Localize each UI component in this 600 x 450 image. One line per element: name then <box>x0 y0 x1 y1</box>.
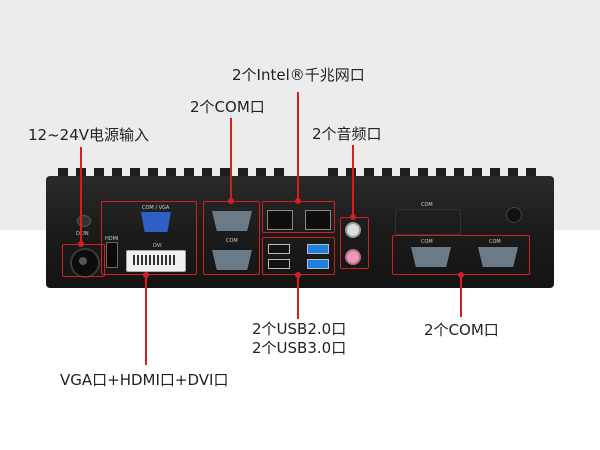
audio-jack-mic <box>345 249 361 265</box>
label-usb-line1: 2个USB2.0口 <box>252 320 347 338</box>
lan-port-1 <box>267 210 293 230</box>
hdmi-port <box>106 242 118 268</box>
dcin-label: DCIN <box>76 231 89 237</box>
leader-com-left <box>230 118 232 201</box>
highlight-video <box>101 201 197 275</box>
leader-audio-dot <box>350 214 356 220</box>
antenna-knockout <box>506 207 522 223</box>
label-video: VGA口+HDMI口+DVI口 <box>60 371 229 389</box>
label-audio: 2个音频口 <box>312 125 382 143</box>
leader-video <box>145 275 147 365</box>
com-vga-label: COM / VGA <box>142 205 170 211</box>
leader-usb <box>297 275 299 319</box>
highlight-lan <box>262 201 335 233</box>
leader-power-dot <box>78 241 84 247</box>
highlight-audio <box>340 217 369 269</box>
leader-video-dot <box>143 272 149 278</box>
usb2-port-2 <box>268 259 290 269</box>
leader-com-right-dot <box>458 272 464 278</box>
dvi-port-pins <box>133 255 177 265</box>
usb3-port-1 <box>307 244 329 254</box>
highlight-com-right <box>392 235 530 275</box>
label-usb-line2: 2个USB3.0口 <box>252 339 347 357</box>
leader-usb-dot <box>295 272 301 278</box>
label-power-input: 12~24V电源输入 <box>28 126 150 144</box>
lan-port-2 <box>305 210 331 230</box>
dc-power-jack-pin <box>79 257 87 265</box>
usb3-port-2 <box>307 259 329 269</box>
com-port-4 <box>478 247 518 267</box>
com-label-right-2: COM <box>489 239 501 245</box>
com-label-right-1: COM <box>421 239 433 245</box>
highlight-com-left <box>203 201 260 275</box>
highlight-usb <box>262 237 335 275</box>
com-knockout-placeholder <box>395 209 461 235</box>
com-port-3 <box>411 247 451 267</box>
vga-port <box>141 212 171 232</box>
hdmi-label: HDMI <box>105 236 119 242</box>
leader-power <box>80 147 82 244</box>
label-lan: 2个Intel®千兆网口 <box>232 66 365 84</box>
com-port-1 <box>212 211 252 231</box>
highlight-power <box>62 244 105 277</box>
audio-jack-line-out <box>345 222 361 238</box>
leader-lan <box>297 92 299 201</box>
com-label-left: COM <box>226 238 238 244</box>
dvi-label: DVI <box>153 243 162 249</box>
leader-audio <box>352 145 354 217</box>
com-label-top-right: COM <box>421 202 433 208</box>
usb2-port-1 <box>268 244 290 254</box>
leader-com-right <box>460 275 462 317</box>
label-com-left: 2个COM口 <box>190 98 265 116</box>
label-com-right: 2个COM口 <box>424 321 499 339</box>
com-port-2 <box>212 250 252 270</box>
leader-com-left-dot <box>228 198 234 204</box>
leader-lan-dot <box>295 198 301 204</box>
